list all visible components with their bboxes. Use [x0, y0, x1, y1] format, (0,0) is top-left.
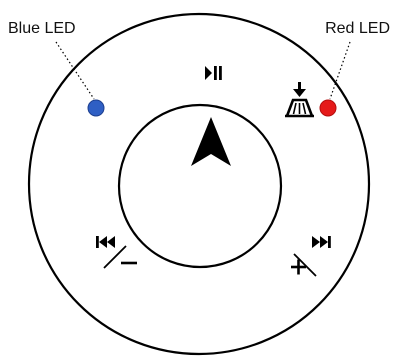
navigation-arrow-icon [191, 117, 231, 166]
blue-led-leader [55, 41, 95, 100]
red-led [319, 99, 337, 117]
blue-led-label: Blue LED [8, 20, 76, 37]
outer-ring [27, 12, 371, 356]
inner-button[interactable] [117, 103, 283, 269]
red-led-label: Red LED [325, 20, 390, 37]
anc-headphone-icon[interactable] [285, 82, 314, 118]
blue-led [87, 99, 105, 117]
previous-volume-down-icon[interactable] [96, 236, 137, 269]
play-pause-icon[interactable] [205, 66, 222, 80]
next-volume-up-icon[interactable] [291, 236, 331, 277]
